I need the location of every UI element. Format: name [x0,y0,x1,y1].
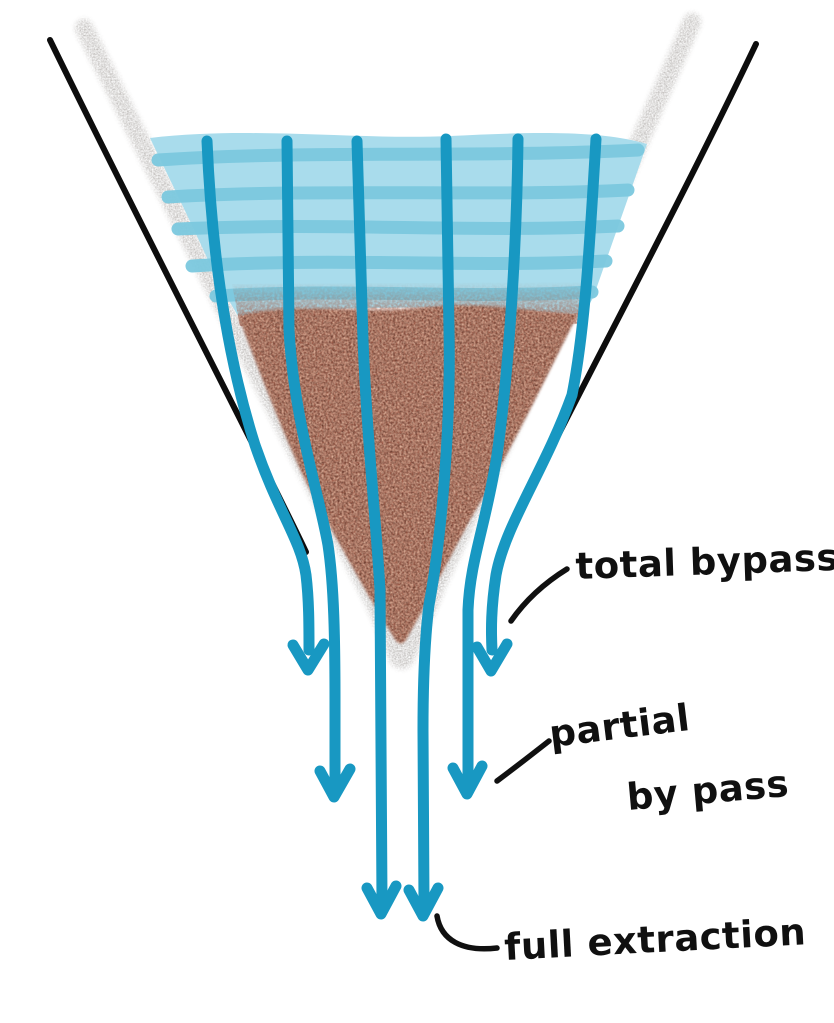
water-stripe [171,219,625,236]
water-stripe [185,254,613,273]
flow-line-full-extraction-right [417,133,455,909]
flow-line-partial-bypass-left [281,135,341,789]
arrowhead-full-extraction-left [361,880,402,920]
arrowhead-full-extraction-right [403,882,444,922]
label-partial-bypass-line1: partial [547,696,692,756]
label-partial-bypass-line2: by pass [625,762,791,819]
flow-line-total-bypass-right [485,133,602,656]
label-total-bypass: total bypass [575,536,834,588]
flow-line-partial-bypass-right [462,133,524,786]
arrowhead-partial-bypass-right [447,760,488,800]
labels: total bypass partial by pass full extrac… [503,536,834,969]
callout-line-partial-bypass [494,738,552,784]
callout-line-total-bypass [508,566,570,624]
label-full-extraction: full extraction [503,910,807,969]
arrowhead-total-bypass-right [471,638,513,677]
arrowhead-partial-bypass-left [314,763,356,803]
flow-line-total-bypass-left [201,135,315,656]
flow-line-full-extraction-left [351,135,388,907]
callout-line-full-extraction [434,913,500,952]
water-stripe [151,143,645,167]
water-stripe [161,183,635,204]
coffee-bed-shape [238,305,578,644]
flow-lines [201,133,602,922]
arrowhead-total-bypass-left [287,638,330,676]
callout-lines [434,566,570,952]
coffee-bed [238,305,578,644]
